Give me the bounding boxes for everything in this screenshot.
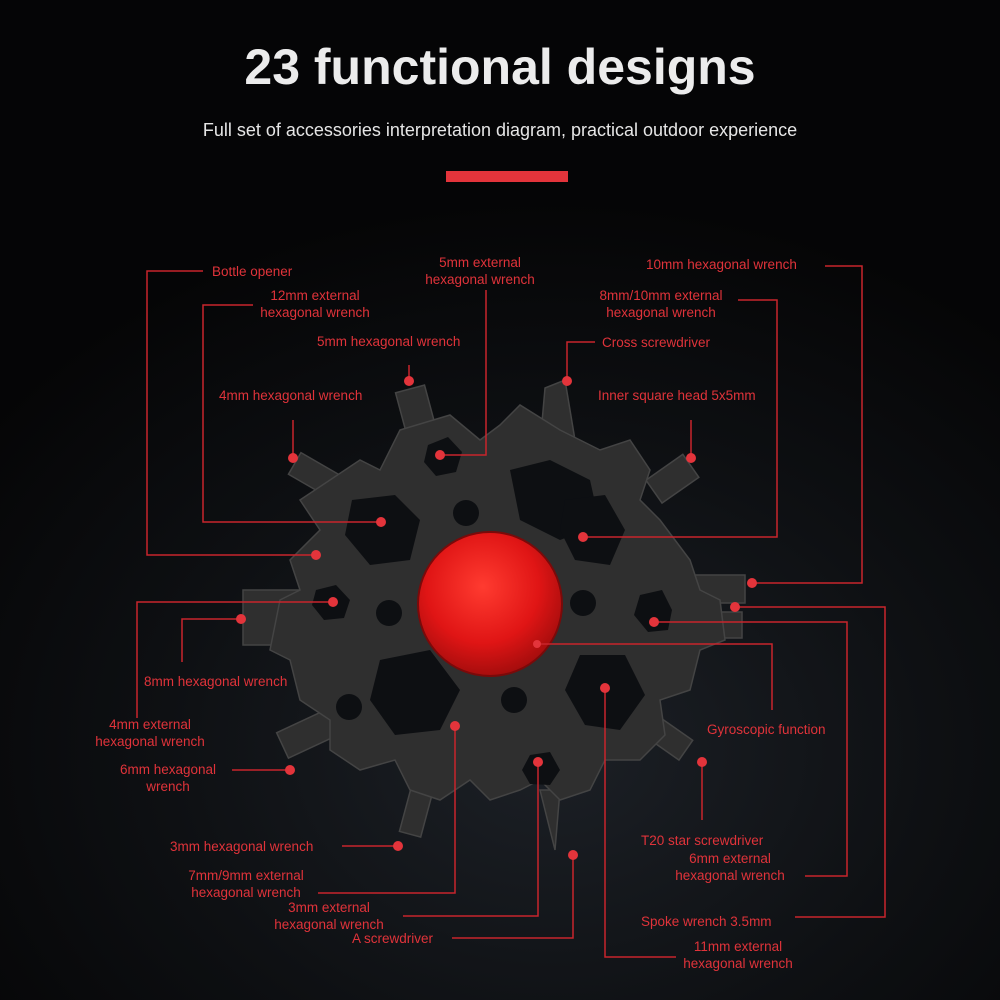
label-cross-screwdriver: Cross screwdriver [602,335,711,350]
accent-divider [446,171,568,182]
spinner-cap [417,531,563,677]
leader-lines [136,265,886,958]
label-10mm-hex: 10mm hexagonal wrench [646,257,797,272]
label-3mm-hex: 3mm hexagonal wrench [170,839,314,854]
leader-dots [236,376,757,860]
label-8mm-hex: 8mm hexagonal wrench [144,674,288,689]
label-4mm-hex: 4mm hexagonal wrench [219,388,363,403]
label-gyroscopic: Gyroscopic function [707,722,826,737]
label-5mm-hex: 5mm hexagonal wrench [317,334,461,349]
label-inner-square: Inner square head 5x5mm [598,388,756,403]
page-subtitle: Full set of accessories interpretation d… [202,120,798,140]
label-a-screwdriver: A screwdriver [352,931,434,946]
page-title: 23 functional designs [244,39,756,95]
label-bottle-opener: Bottle opener [212,264,293,279]
label-t20-star: T20 star screwdriver [641,833,764,848]
label-spoke-wrench: Spoke wrench 3.5mm [641,914,772,929]
